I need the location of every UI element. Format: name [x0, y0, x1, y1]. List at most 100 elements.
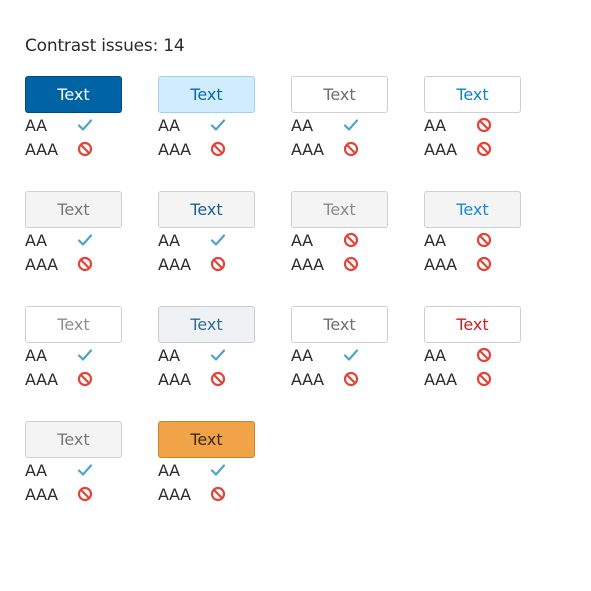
sample-text-button[interactable]: Text	[291, 76, 388, 113]
aa-result-row: AA	[25, 343, 122, 367]
aaa-result-icon prohibited-icon	[209, 370, 227, 388]
sample-text-button[interactable]: Text	[25, 306, 122, 343]
aa-level-label: AA	[424, 115, 446, 135]
aaa-level-label: AAA	[291, 139, 324, 159]
aaa-result-row: AAA	[424, 137, 521, 161]
aaa-level-label: AAA	[291, 369, 324, 389]
swatch-cell-1: Text AA AAA	[25, 76, 122, 167]
aa-result-row: AA	[158, 458, 255, 482]
swatch-cell-14: Text AA AAA	[158, 421, 255, 512]
swatch-cell-11: Text AA AAA	[291, 306, 388, 397]
aa-level-label: AA	[424, 345, 446, 365]
aaa-result-icon prohibited-icon	[209, 485, 227, 503]
swatch-cell-10: Text AA AAA	[158, 306, 255, 397]
aaa-level-label: AAA	[25, 139, 58, 159]
aaa-level-label: AAA	[291, 254, 324, 274]
aaa-level-label: AAA	[25, 254, 58, 274]
aaa-level-label: AAA	[25, 484, 58, 504]
aa-result-icon checkmark-icon	[209, 461, 227, 479]
aa-level-label: AA	[424, 230, 446, 250]
aa-result-row: AA	[291, 228, 388, 252]
aaa-result-row: AAA	[291, 137, 388, 161]
sample-text-button[interactable]: Text	[158, 306, 255, 343]
aaa-level-label: AAA	[424, 369, 457, 389]
aa-result-row: AA	[424, 228, 521, 252]
aaa-result-icon prohibited-icon	[76, 370, 94, 388]
sample-text-button[interactable]: Text	[291, 306, 388, 343]
swatch-cell-8: Text AA AAA	[424, 191, 521, 282]
aaa-level-label: AAA	[424, 254, 457, 274]
aaa-result-row: AAA	[25, 137, 122, 161]
aa-level-label: AA	[25, 115, 47, 135]
sample-text-button[interactable]: Text	[424, 76, 521, 113]
aaa-result-row: AAA	[158, 137, 255, 161]
aa-result-row: AA	[424, 113, 521, 137]
aa-result-icon checkmark-icon	[209, 346, 227, 364]
sample-text-button[interactable]: Text	[158, 191, 255, 228]
swatch-cell-4: Text AA AAA	[424, 76, 521, 167]
swatch-cell-5: Text AA AAA	[25, 191, 122, 282]
aaa-result-icon prohibited-icon	[342, 140, 360, 158]
aaa-level-label: AAA	[158, 139, 191, 159]
aa-level-label: AA	[25, 345, 47, 365]
sample-text-button[interactable]: Text	[158, 76, 255, 113]
aa-result-icon checkmark-icon	[76, 346, 94, 364]
aaa-result-row: AAA	[158, 367, 255, 391]
aa-result-row: AA	[291, 113, 388, 137]
contrast-issues-heading: Contrast issues: 14	[25, 36, 185, 56]
aa-result-row: AA	[25, 113, 122, 137]
aa-result-row: AA	[158, 113, 255, 137]
aa-level-label: AA	[291, 230, 313, 250]
aaa-level-label: AAA	[25, 369, 58, 389]
aa-level-label: AA	[291, 345, 313, 365]
aa-level-label: AA	[158, 460, 180, 480]
swatch-cell-12: Text AA AAA	[424, 306, 521, 397]
aa-result-row: AA	[424, 343, 521, 367]
aa-result-icon checkmark-icon	[76, 461, 94, 479]
aa-level-label: AA	[291, 115, 313, 135]
aa-result-row: AA	[25, 228, 122, 252]
aa-level-label: AA	[25, 460, 47, 480]
aa-level-label: AA	[158, 115, 180, 135]
aa-result-row: AA	[291, 343, 388, 367]
aaa-result-icon prohibited-icon	[76, 255, 94, 273]
aaa-result-icon prohibited-icon	[76, 140, 94, 158]
aaa-result-icon prohibited-icon	[475, 370, 493, 388]
aaa-result-icon prohibited-icon	[209, 255, 227, 273]
aaa-result-row: AAA	[25, 482, 122, 506]
swatch-cell-13: Text AA AAA	[25, 421, 122, 512]
sample-text-button[interactable]: Text	[424, 191, 521, 228]
aaa-level-label: AAA	[158, 484, 191, 504]
sample-text-button[interactable]: Text	[25, 421, 122, 458]
aa-result-icon prohibited-icon	[342, 231, 360, 249]
aa-result-icon checkmark-icon	[76, 231, 94, 249]
aa-result-icon checkmark-icon	[76, 116, 94, 134]
aaa-result-row: AAA	[158, 482, 255, 506]
swatch-cell-2: Text AA AAA	[158, 76, 255, 167]
aaa-result-icon prohibited-icon	[342, 255, 360, 273]
aaa-result-icon prohibited-icon	[342, 370, 360, 388]
sample-text-button[interactable]: Text	[25, 76, 122, 113]
sample-text-button[interactable]: Text	[291, 191, 388, 228]
aaa-result-row: AAA	[291, 252, 388, 276]
sample-text-button[interactable]: Text	[158, 421, 255, 458]
aaa-result-row: AAA	[291, 367, 388, 391]
swatch-cell-9: Text AA AAA	[25, 306, 122, 397]
aaa-result-row: AAA	[25, 367, 122, 391]
aa-level-label: AA	[158, 345, 180, 365]
aa-result-icon checkmark-icon	[342, 116, 360, 134]
aaa-result-icon prohibited-icon	[475, 255, 493, 273]
swatch-cell-3: Text AA AAA	[291, 76, 388, 167]
aa-result-icon prohibited-icon	[475, 231, 493, 249]
aa-result-icon checkmark-icon	[209, 116, 227, 134]
aa-result-icon prohibited-icon	[475, 116, 493, 134]
aa-result-icon prohibited-icon	[475, 346, 493, 364]
sample-text-button[interactable]: Text	[25, 191, 122, 228]
aa-level-label: AA	[25, 230, 47, 250]
aa-result-row: AA	[158, 343, 255, 367]
swatch-cell-7: Text AA AAA	[291, 191, 388, 282]
aaa-result-row: AAA	[424, 252, 521, 276]
aa-level-label: AA	[158, 230, 180, 250]
aaa-result-icon prohibited-icon	[475, 140, 493, 158]
sample-text-button[interactable]: Text	[424, 306, 521, 343]
